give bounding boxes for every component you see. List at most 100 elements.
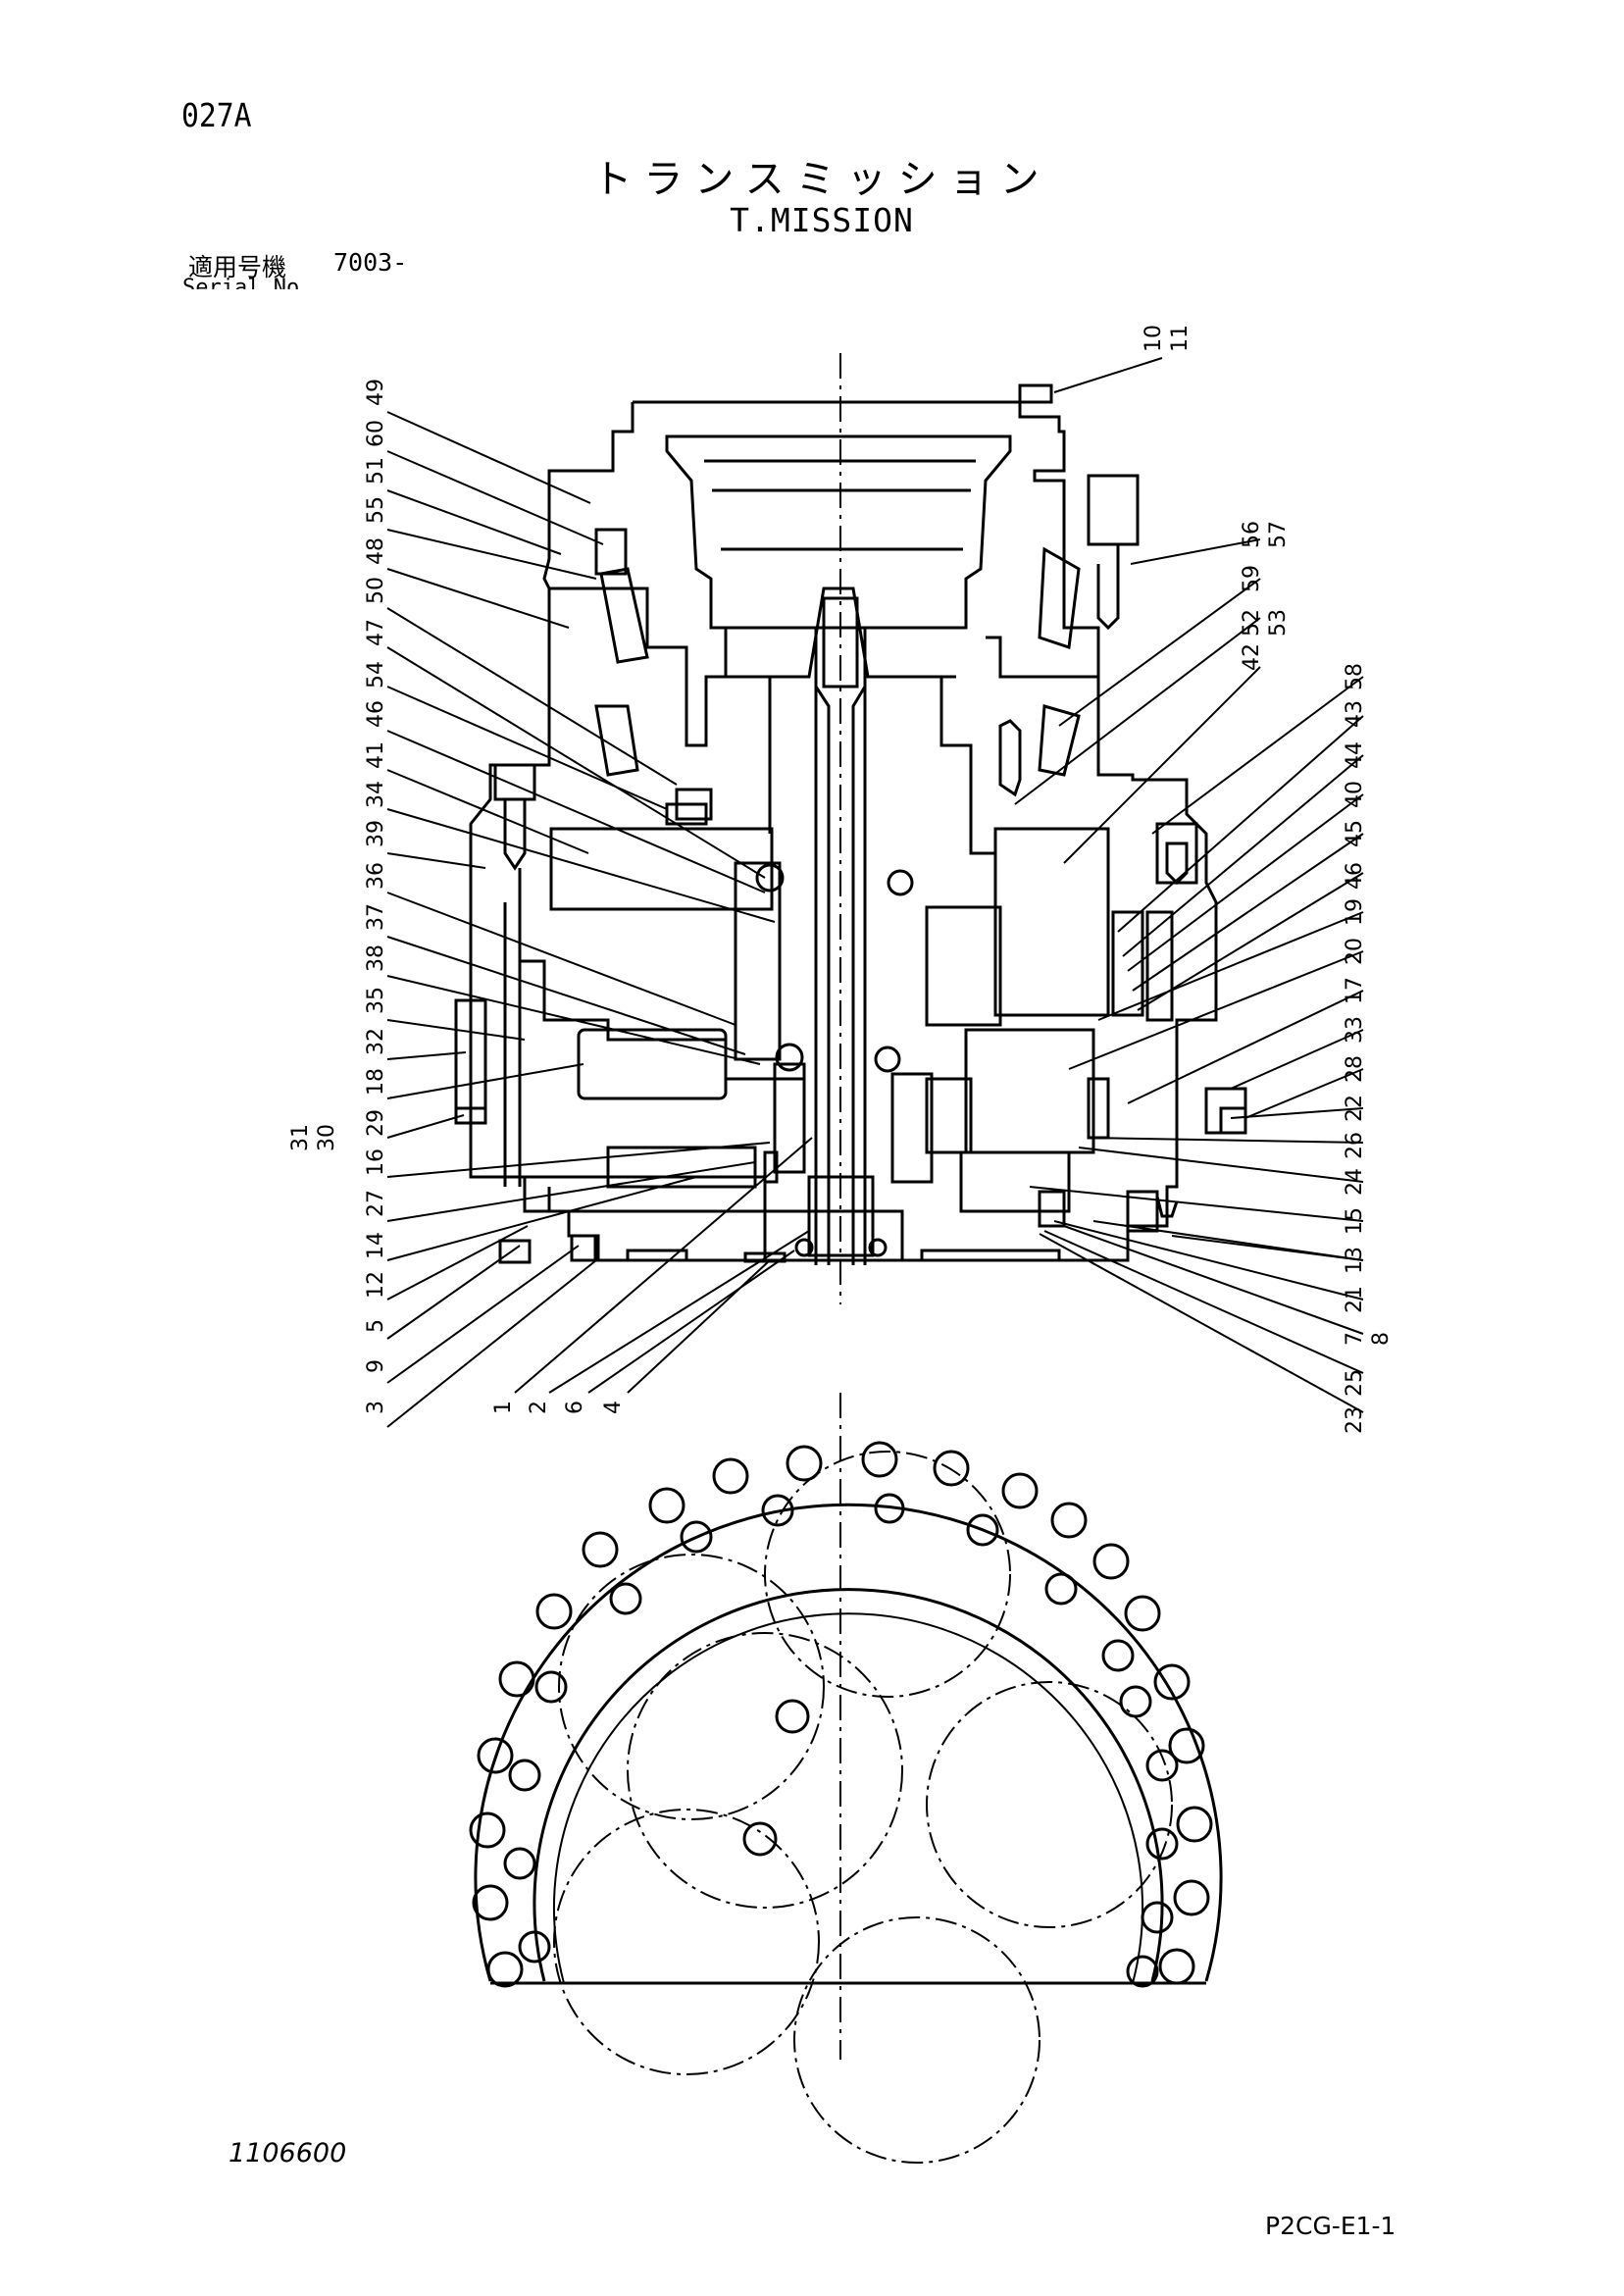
callout-36: 36	[364, 862, 388, 890]
bearing-small-left-1	[755, 863, 785, 893]
shaft	[814, 628, 867, 1265]
planet-circle-right	[926, 1681, 1173, 1928]
top-flange-left	[547, 402, 634, 559]
callout-44: 44	[1343, 741, 1367, 769]
serial-label: 適用号機	[188, 253, 287, 281]
serial-value: 7003-	[333, 248, 408, 277]
planet-circle-top	[764, 1451, 1011, 1698]
callout-17: 17	[1343, 977, 1367, 1004]
callout-52: 52	[1240, 609, 1264, 637]
plan-inner-ring	[533, 1588, 1164, 1982]
callout-26: 26	[1343, 1132, 1367, 1159]
callout-16: 16	[364, 1148, 388, 1176]
callout-46: 46	[364, 700, 388, 728]
callout-32: 32	[364, 1028, 388, 1055]
callout-7: 7	[1343, 1332, 1367, 1346]
top-flange	[633, 400, 1100, 679]
callout-57: 57	[1266, 521, 1291, 548]
callout-59: 59	[1240, 565, 1264, 592]
callout-51: 51	[364, 457, 388, 485]
callout-41: 41	[364, 741, 388, 769]
motor-cap	[1087, 474, 1140, 546]
planet-circle-lower	[793, 1916, 1040, 2164]
callout-30: 30	[315, 1124, 339, 1151]
callout-1: 1	[491, 1401, 516, 1414]
callout-40: 40	[1343, 781, 1367, 808]
callout-21: 21	[1343, 1286, 1367, 1313]
callout-34: 34	[364, 781, 388, 808]
page-title-english: T.MISSION	[730, 201, 914, 239]
doc-number: 1106600	[228, 2138, 347, 2168]
callout-15: 15	[1343, 1207, 1367, 1235]
bowl	[665, 434, 1012, 630]
callout-19: 19	[1343, 898, 1367, 926]
callout-35: 35	[364, 987, 388, 1014]
housing-left	[469, 471, 1218, 1262]
callout-10: 10	[1142, 325, 1166, 352]
callout-20: 20	[1343, 938, 1367, 965]
planet-circle-lower-left	[553, 1809, 820, 2075]
callout-48: 48	[364, 537, 388, 565]
callout-58: 58	[1343, 663, 1367, 690]
callout-53: 53	[1266, 609, 1291, 637]
page-code: 027A	[181, 96, 252, 134]
bolt-left-upper	[493, 763, 536, 801]
callout-55: 55	[364, 496, 388, 524]
bolt-left-bottom	[498, 1239, 532, 1264]
callout-27: 27	[364, 1190, 388, 1217]
page-title-japanese: トランスミッション	[592, 157, 1051, 202]
callout-13: 13	[1343, 1247, 1367, 1274]
callout-60: 60	[364, 420, 388, 447]
shaft-end	[807, 1175, 875, 1257]
callout-2: 2	[527, 1401, 551, 1414]
callout-42: 42	[1240, 643, 1264, 671]
callout-43: 43	[1343, 700, 1367, 728]
carrier-left	[549, 827, 774, 911]
bearing-left-upper	[594, 528, 628, 576]
callout-14: 14	[364, 1232, 388, 1259]
callout-8: 8	[1369, 1332, 1394, 1346]
leader-lines	[386, 357, 1364, 1428]
plan-view	[469, 1441, 1223, 2164]
callout-31: 31	[288, 1124, 313, 1151]
callout-45: 45	[1343, 820, 1367, 847]
callout-46: 46	[1343, 862, 1367, 890]
plug-top	[1018, 383, 1053, 404]
plan-bolts	[469, 1441, 1213, 1988]
planet-gear-lower-right	[964, 1028, 1095, 1154]
callout-38: 38	[364, 944, 388, 972]
left-callouts: 49 60 51 55 48 50 47 54 46 41 34 3 9 36 37 38 35 32 18 29 16…	[364, 379, 388, 1414]
planet-gear-upper-right	[993, 827, 1110, 1017]
callout-25: 25	[1343, 1369, 1367, 1397]
callout-37: 37	[364, 903, 388, 931]
callout-6: 6	[563, 1401, 587, 1414]
callout-22: 22	[1343, 1095, 1367, 1122]
callout-49: 49	[364, 379, 388, 406]
serial-sublabel: Serial No.	[182, 276, 313, 289]
callout-11: 11	[1168, 325, 1193, 352]
callout-18: 18	[364, 1068, 388, 1096]
planet-circle-center	[627, 1632, 903, 1909]
callout-12: 12	[364, 1271, 388, 1299]
callout-labels: 4960515548504754464134393637383532182916…	[288, 325, 1394, 1434]
callout-54: 54	[364, 661, 388, 689]
callout-33: 33	[1343, 1016, 1367, 1044]
callout-47: 47	[364, 619, 388, 646]
callout-24: 24	[1343, 1168, 1367, 1196]
callout-56: 56	[1240, 521, 1264, 548]
callout-29: 29	[364, 1109, 388, 1137]
callout-5: 5	[364, 1319, 388, 1333]
callout-23: 23	[1343, 1406, 1367, 1434]
callout-28: 28	[1343, 1055, 1367, 1083]
callout-9: 9	[364, 1359, 388, 1373]
callout-3: 3	[364, 1401, 388, 1414]
callout-50: 50	[364, 577, 388, 604]
sheet-code: P2CG-E1-1	[1265, 2212, 1396, 2240]
plan-outer-ring	[474, 1503, 1223, 1982]
